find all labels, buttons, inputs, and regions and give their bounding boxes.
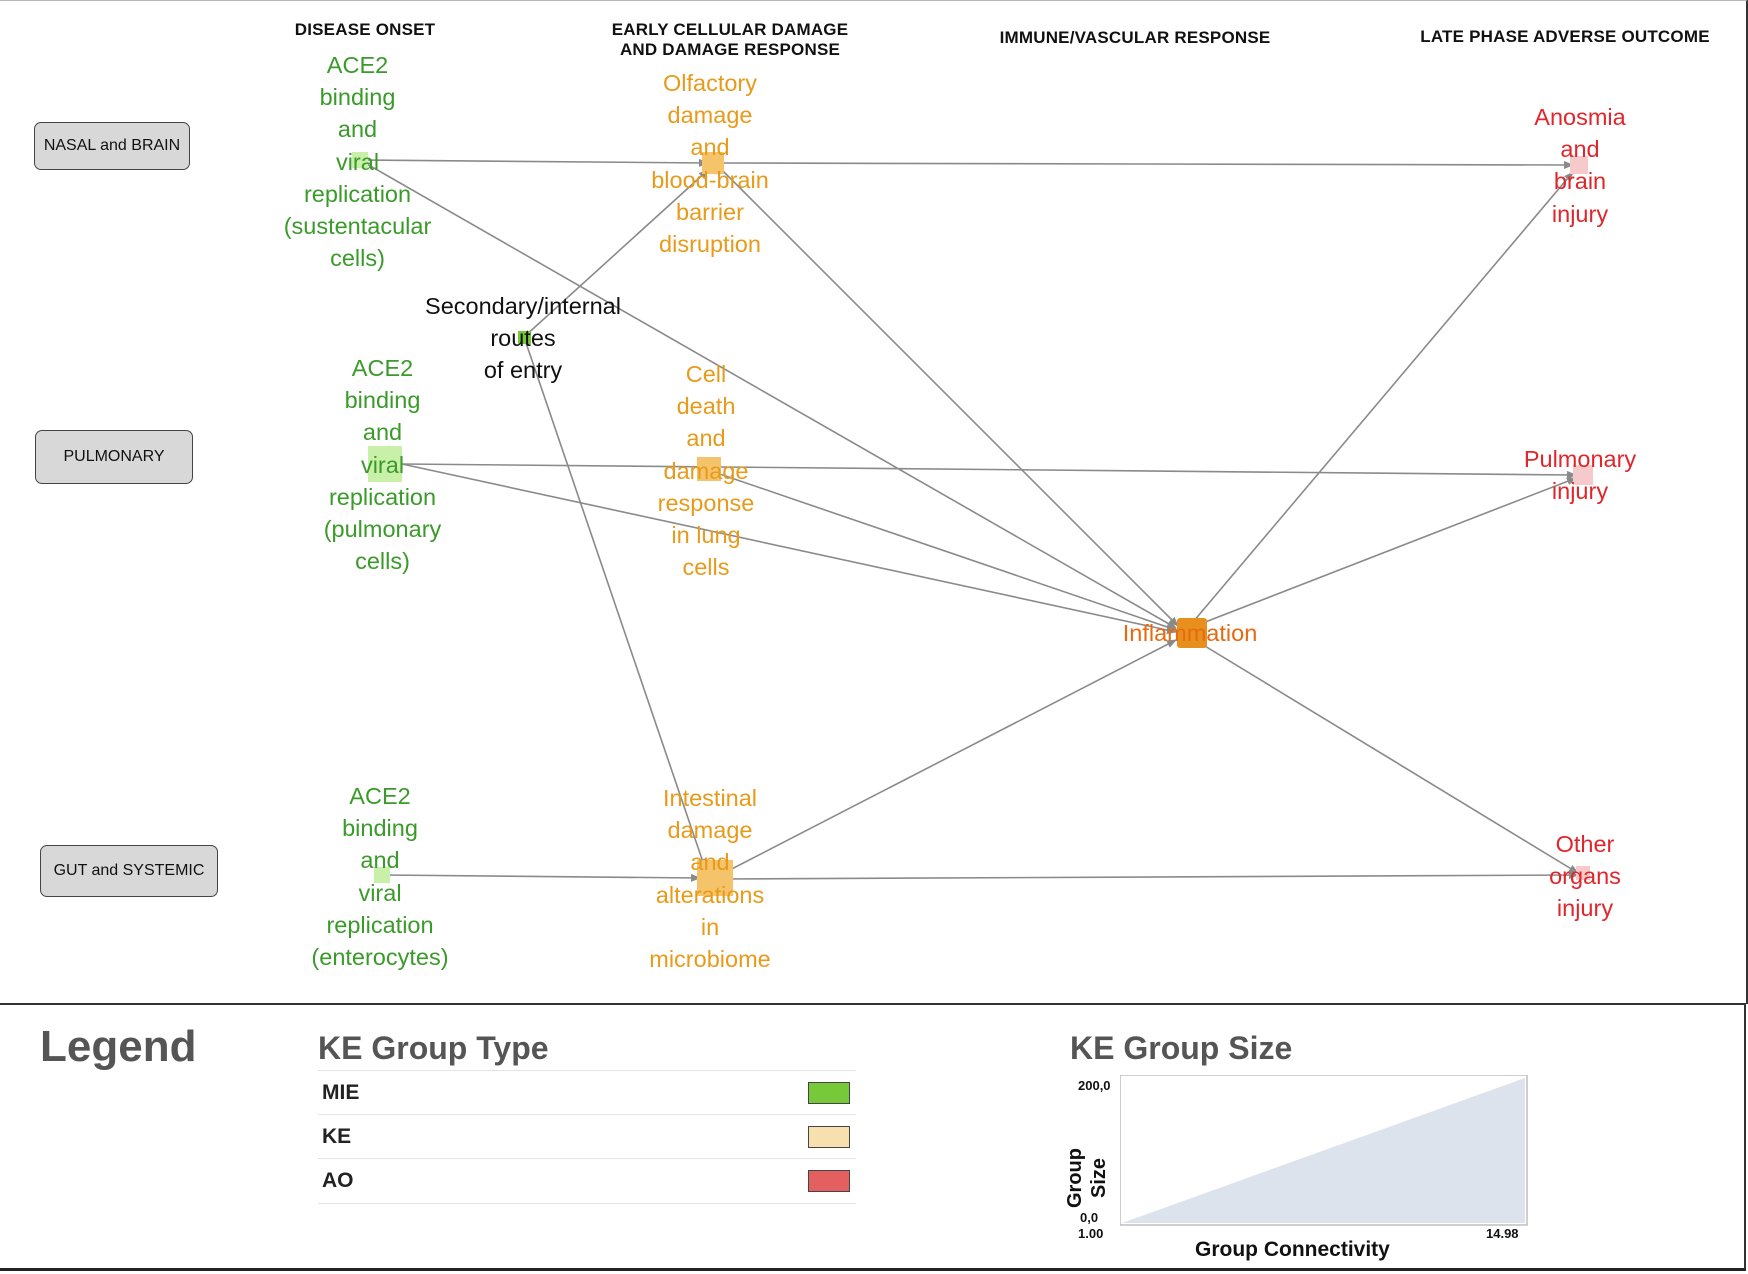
node-box-ace2-nasal bbox=[352, 152, 368, 168]
size-x-min: 1.00 bbox=[1078, 1226, 1104, 1241]
node-box-inflammation bbox=[1177, 618, 1207, 648]
row-label-gut-systemic: GUT and SYSTEMIC bbox=[40, 845, 218, 897]
column-header-immune: IMMUNE/VASCULAR RESPONSE bbox=[999, 28, 1271, 47]
legend-frame bbox=[0, 1003, 1746, 1271]
node-box-intestinal bbox=[697, 860, 733, 896]
legend-title: Legend bbox=[40, 1022, 197, 1071]
legend-label-mie: MIE bbox=[322, 1081, 360, 1104]
legend-label-ao: AO bbox=[322, 1169, 354, 1192]
legend-swatch-mie bbox=[808, 1082, 850, 1104]
column-header-early-damage-line1: EARLY CELLULAR DAMAGE bbox=[611, 20, 849, 39]
edge-inflammation-anosmia bbox=[1192, 171, 1574, 623]
edge-inflammation-other bbox=[1194, 639, 1579, 874]
node-text-inflammation: Inflammation bbox=[1122, 620, 1258, 646]
column-header-early-damage-line2: AND DAMAGE RESPONSE bbox=[619, 40, 841, 59]
edge-intestinal-other bbox=[721, 871, 1579, 880]
legend-row-ao: AO bbox=[318, 1158, 856, 1204]
node-box-other-organs bbox=[1576, 866, 1590, 880]
column-header-disease-onset: DISEASE ONSET bbox=[294, 20, 436, 39]
column-header-early-damage: EARLY CELLULAR DAMAGE AND DAMAGE RESPONS… bbox=[590, 20, 870, 60]
node-box-ace2-gut bbox=[374, 867, 390, 883]
node-box-secondary-entry bbox=[518, 331, 531, 344]
column-header-late-phase: LATE PHASE ADVERSE OUTCOME bbox=[1420, 27, 1710, 46]
node-box-cell-death bbox=[697, 457, 721, 481]
legend-swatch-ke bbox=[808, 1126, 850, 1148]
edges-layer bbox=[359, 158, 1579, 882]
edge-ace2pulm-pulmonary bbox=[401, 463, 1577, 479]
size-y-min: 0,0 bbox=[1080, 1210, 1099, 1225]
group-size-wedge bbox=[1122, 1078, 1525, 1223]
edge-olfactory-inflammation bbox=[719, 167, 1179, 627]
edge-ace2nasal-inflammation bbox=[359, 159, 1177, 629]
edge-ace2gut-intestinal bbox=[382, 873, 701, 882]
row-label-nasal-brain: NASAL and BRAIN bbox=[34, 122, 190, 170]
legend-row-ke: KE bbox=[318, 1114, 856, 1159]
ke-group-type-title: KE Group Type bbox=[318, 1030, 549, 1066]
edge-secondary-olfactory bbox=[523, 169, 709, 338]
ke-group-type-table: MIE KE AO bbox=[318, 1070, 856, 1210]
node-box-olfactory bbox=[702, 152, 724, 174]
size-x-max: 14.98 bbox=[1486, 1226, 1519, 1241]
ke-group-size-title: KE Group Size bbox=[1070, 1030, 1293, 1066]
legend-label-ke: KE bbox=[322, 1125, 352, 1148]
edge-ace2nasal-olfactory bbox=[359, 158, 709, 167]
edge-olfactory-anosmia bbox=[715, 160, 1574, 169]
legend-row-mie: MIE bbox=[318, 1070, 856, 1115]
edge-inflammation-pulmonary bbox=[1194, 477, 1577, 627]
node-box-ace2-pulmonary bbox=[368, 446, 402, 482]
size-xlabel: Group Connectivity bbox=[1195, 1238, 1390, 1261]
edge-intestinal-inflammation bbox=[721, 639, 1177, 875]
node-box-anosmia bbox=[1570, 156, 1588, 174]
legend-swatch-ao bbox=[808, 1170, 850, 1192]
node-box-pulmonary-injury bbox=[1573, 465, 1593, 485]
edge-secondary-intestinal bbox=[523, 336, 706, 869]
diagram-frame bbox=[0, 0, 1748, 1004]
edge-ace2pulm-inflammation bbox=[401, 463, 1177, 634]
edge-celldeath-inflammation bbox=[707, 469, 1177, 631]
size-y-max: 200,0 bbox=[1078, 1078, 1111, 1093]
row-label-pulmonary: PULMONARY bbox=[35, 430, 193, 484]
group-size-chart bbox=[1120, 1075, 1528, 1226]
